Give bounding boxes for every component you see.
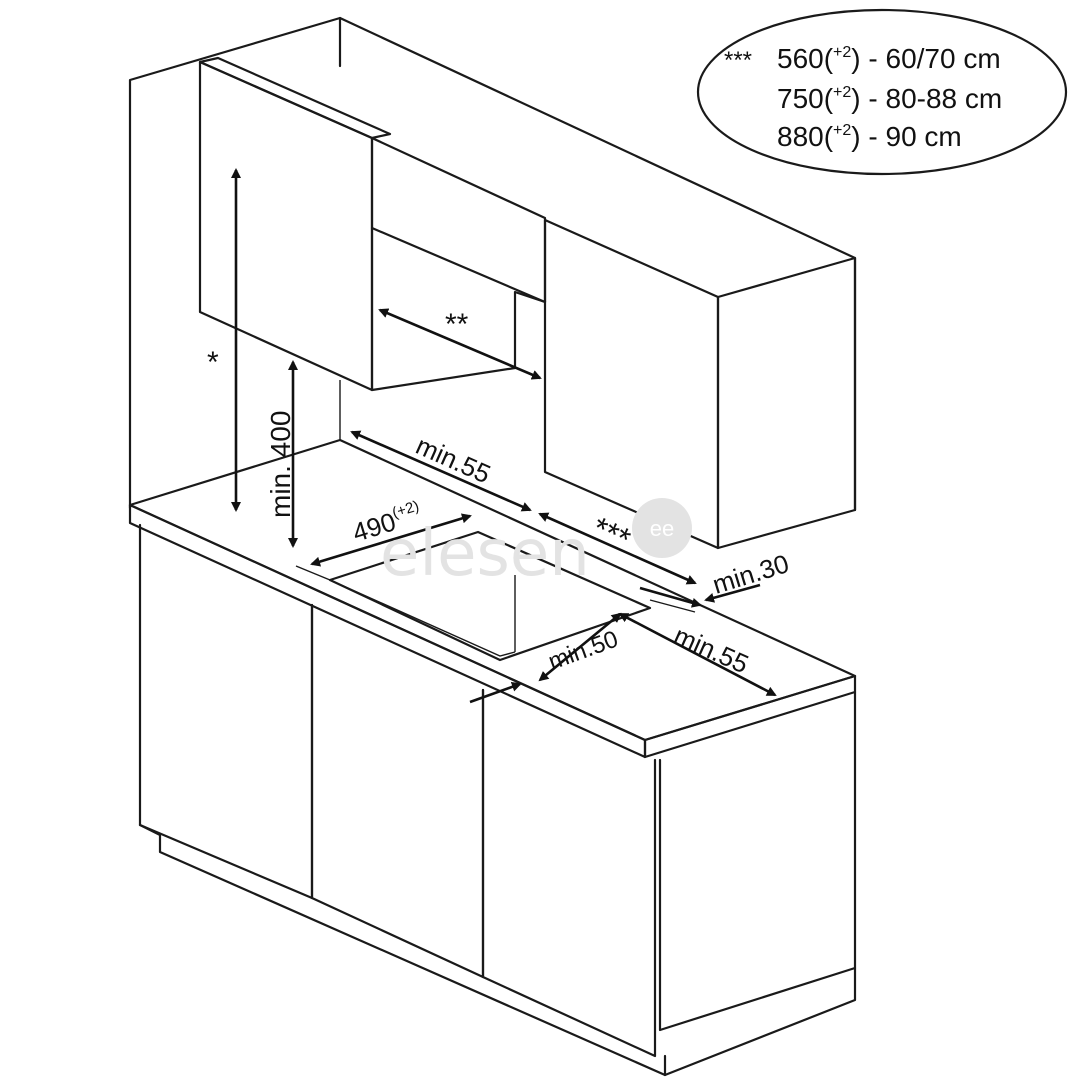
base-cabinets — [138, 523, 857, 1077]
watermark-logo — [632, 498, 692, 558]
cutout-depth-dimension — [310, 513, 472, 567]
min-50-label: min.50 — [545, 626, 622, 676]
legend-line: 750(+2) - 80-88 cm — [777, 83, 1002, 114]
legend-marker: *** — [724, 47, 752, 74]
size-legend: *** 560(+2) - 60/70 cm 750(+2) - 80-88 cm 8… — [696, 8, 1068, 176]
min-55-right-label: min.55 — [670, 620, 754, 679]
min-55-back-dimension — [350, 430, 532, 512]
min-400-label: min. 400 — [265, 411, 296, 518]
min-30-label: min.30 — [709, 548, 792, 600]
wall-panel — [128, 16, 857, 512]
legend-line: 880(+2) - 90 cm — [777, 121, 962, 152]
legend-line: 560(+2) - 60/70 cm — [777, 43, 1001, 74]
min-50-dimension — [538, 612, 622, 682]
watermark-logo-text: ee — [650, 516, 674, 541]
upper-cabinets — [198, 56, 857, 550]
asterisk-label: * — [207, 346, 219, 379]
min-30-dimension — [639, 586, 702, 608]
min-55-back-label: min.55 — [412, 430, 496, 489]
double-asterisk-dimension — [378, 308, 542, 380]
triple-asterisk-label: *** — [587, 510, 636, 558]
watermark: elesen ee — [380, 498, 692, 591]
countertop — [128, 438, 857, 759]
triple-asterisk-dimension — [538, 512, 697, 585]
watermark-text: elesen — [380, 517, 590, 591]
dimension-labels: * ** min. 400 min.55 490(+2) *** min.30 … — [207, 308, 792, 679]
dimension-lines — [231, 168, 777, 704]
min-55-right-dimension — [618, 612, 777, 697]
double-asterisk-label: ** — [445, 308, 469, 341]
